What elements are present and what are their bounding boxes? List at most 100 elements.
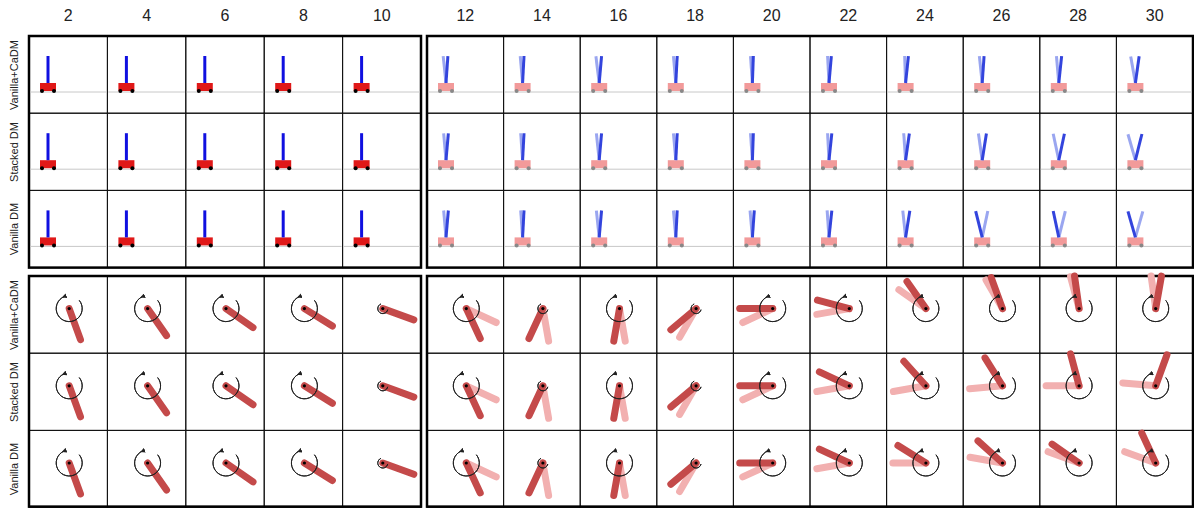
frame-cell [657,353,734,430]
frame-cell [1040,190,1117,267]
pendulum-frame [1046,354,1092,399]
pendulum-frame [378,458,414,474]
step-number: 6 [221,7,230,25]
frame-cell [887,430,964,507]
cartpole-frame [30,133,106,170]
frame-cell [887,36,964,113]
step-number: 18 [686,7,704,25]
cartpole-frame [734,210,809,247]
cartpole-frame [30,210,106,247]
frame-cell [504,353,581,430]
model-name: Vanilla+CaDM [8,40,20,110]
pendulum-frame [56,297,82,340]
cartpole-frame [1117,56,1192,93]
frame-cell [733,190,810,267]
cartpole-frame [428,211,503,248]
pendulum-frame [607,374,633,418]
cartpole-frame [734,56,809,93]
pendulum-frame [291,451,332,480]
frame-cell [427,36,504,113]
frame-cell [733,36,810,113]
pendulum-frame [135,297,167,336]
cartpole-frame [344,210,420,247]
frame-cell [343,353,421,430]
frame-cell [427,190,504,267]
frame-cell [963,353,1040,430]
frame-cell [343,36,421,113]
frame-cell [963,430,1040,507]
cartpole-frame [811,210,886,247]
environment-frames [30,56,1192,495]
cartpole-frame [888,133,963,170]
step-number: 20 [763,7,781,25]
frame-cell [186,430,264,507]
pendulum-frame [291,297,332,326]
frame-cell [264,113,342,190]
frame-cell [186,353,264,430]
frame-cell [107,190,185,267]
cartpole-frame [658,56,733,93]
frame-cell [29,276,107,353]
pendulum-frame [453,297,496,339]
model-name: Vanilla+CaDM [8,280,20,350]
frame-cell [1040,36,1117,113]
frame-cell [657,113,734,190]
cartpole-frame [428,133,503,170]
cartpole-frame [811,133,886,170]
cartpole-frame [734,133,809,170]
pendulum-frame [607,297,633,341]
panel-border [29,276,421,507]
frame-cell [1116,36,1193,113]
pendulum-frame [671,304,701,337]
pendulum-frame [378,381,414,397]
pendulum-frame [607,451,633,495]
frame-cell [107,276,185,353]
step-number: 30 [1146,7,1164,25]
frame-cell [29,190,107,267]
cartpole-frame [187,133,263,170]
frame-cell [186,36,264,113]
frame-cell [657,190,734,267]
step-number: 2 [64,7,73,25]
pendulum-frame [671,381,701,414]
frame-cell [1040,430,1117,507]
cartpole-frame [658,133,733,170]
frame-cell [1040,113,1117,190]
pendulum-frame [56,374,82,417]
frame-cell [887,353,964,430]
frame-cell [186,113,264,190]
frame-cell [887,113,964,190]
frame-cell [264,36,342,113]
frame-cell [810,190,887,267]
pendulum-frame [529,458,549,495]
frame-cell [1116,276,1193,353]
frame-cell [580,190,657,267]
frame-cell [657,430,734,507]
cartpole-frame [108,133,184,170]
step-number: 14 [533,7,551,25]
cartpole-frame [428,56,503,93]
cartpole-frame [1117,134,1192,170]
pendulum-frame [529,304,549,341]
frame-cell [1116,353,1193,430]
frame-cell [107,353,185,430]
cartpole-frame [888,56,963,93]
step-number: 4 [142,7,151,25]
cartpole-frame [265,56,341,93]
panel-border [29,36,421,268]
frame-cell [1040,353,1117,430]
cartpole-frame [658,210,733,247]
frame-cell [504,430,581,507]
pendulum-frame [817,297,862,322]
cell-borders [29,36,1193,508]
frame-cell [810,353,887,430]
pendulum-frame [970,358,1016,399]
frame-cell [657,36,734,113]
frame-cell [343,190,421,267]
cartpole-frame [505,133,580,170]
frame-cell [733,353,810,430]
frame-cell [1116,190,1193,267]
pendulum-frame [899,282,939,322]
frame-cell [810,113,887,190]
pendulum-frame [1125,433,1169,476]
